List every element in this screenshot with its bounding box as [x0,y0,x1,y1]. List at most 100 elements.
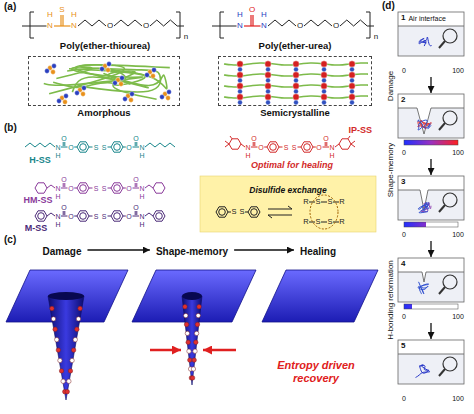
atom-label: S [327,218,332,226]
ring [77,183,89,193]
bond [264,147,267,148]
polymer-coil [417,120,431,130]
chain-bead [68,369,72,373]
bond [136,147,139,148]
recovery-arrow [203,349,236,352]
bond [133,216,137,217]
stage-label: Damage [40,240,85,260]
magnifier-handle [439,205,445,212]
atom-label: S [231,208,236,216]
nh-bead [294,100,299,105]
surface-line [398,26,464,27]
atom-label: S [102,144,107,151]
aromatic-circle [38,213,45,220]
carbonyl-bead [349,72,355,78]
chain-bead [184,313,188,317]
bond [123,188,126,189]
bond [326,142,327,146]
carbonyl-bead [265,94,271,100]
chain-bead [55,337,59,341]
polymer-coil [416,365,430,378]
atom-label: H [71,11,77,19]
axis-tick-label: 0 [402,395,406,402]
equilibrium-arrow [268,206,292,209]
methyl [351,141,355,144]
atom-label: O [126,144,131,151]
axis-tick-label: 100 [452,67,464,74]
bond [251,147,254,148]
double-bond [62,15,63,26]
axis-tick-label: 100 [452,149,464,156]
bond [135,142,136,146]
atom-label: N [261,22,267,30]
atom-label: H [261,11,267,19]
surface-line [398,354,464,355]
atom-label: S [94,185,99,192]
hbond-bead [120,76,125,81]
bond [135,183,136,187]
colorbar-outline [404,140,458,145]
aromatic-circle [114,144,121,151]
damage-funnel [48,296,84,400]
snapshot-frame [398,12,464,56]
aromatic-circle [114,213,121,220]
chain-bead [76,317,80,321]
chain-bead [70,358,74,362]
bond [135,211,136,215]
atom-label: N [139,213,144,220]
axis-tick-label: 0 [402,231,406,238]
polymer-region [398,272,464,302]
ether-chain [114,20,142,26]
molecule-skeleton [225,136,355,152]
carbonyl-bead [237,83,243,89]
methylene [145,213,153,216]
ring [35,211,47,221]
polymer-name: Poly(ether-thiourea) [60,41,150,51]
polymer-coil [418,282,429,294]
box-backgrounds [200,176,376,232]
hbond-bead [167,90,172,95]
urea-core [54,15,71,26]
chain-bead [196,313,200,317]
atom-label: O [126,213,131,220]
chain-bead [75,327,79,331]
snapshot-panel: 3 [398,176,464,240]
panel-label: (c) [4,235,16,245]
atom-label: O [133,135,138,142]
flow-arrow [430,159,431,175]
chain-bead [188,358,192,362]
hbond-bead [100,67,105,72]
carbonyl-bead [237,94,243,100]
atom-label: N [47,22,53,30]
annotation: Optimal for healing [251,161,333,170]
atom-label: H [237,11,243,19]
ring [267,142,279,152]
carbonyl-bead [265,61,271,67]
stage-title: Damage [43,246,82,257]
colorbar-outline [404,304,458,309]
compound-name: IP-SS [348,126,372,135]
ring [248,207,260,217]
atom-label: S [284,144,289,151]
atom-label: S [94,213,99,220]
funnel-opening [48,292,84,300]
polymer-coil [419,37,432,46]
chain-bead [50,306,54,310]
chain-bead [51,317,55,321]
carbonyl-bead [321,72,327,78]
hbond-bead [129,98,134,103]
amorphous-panel: Amorphous [28,56,180,106]
nh-bead [266,78,271,83]
hbond-bead [130,92,135,97]
repeat-unit-skeleton [212,12,374,38]
bond [245,212,248,213]
chain-bead [65,389,69,393]
polymer-region [398,354,464,384]
atom-label: O [133,176,138,183]
carbonyl-bead [321,61,327,67]
bond [321,202,327,203]
molecule-skeleton [35,211,165,221]
surface-line [398,108,464,134]
hbond-bead [160,95,165,100]
colorbar-fill [404,222,426,227]
